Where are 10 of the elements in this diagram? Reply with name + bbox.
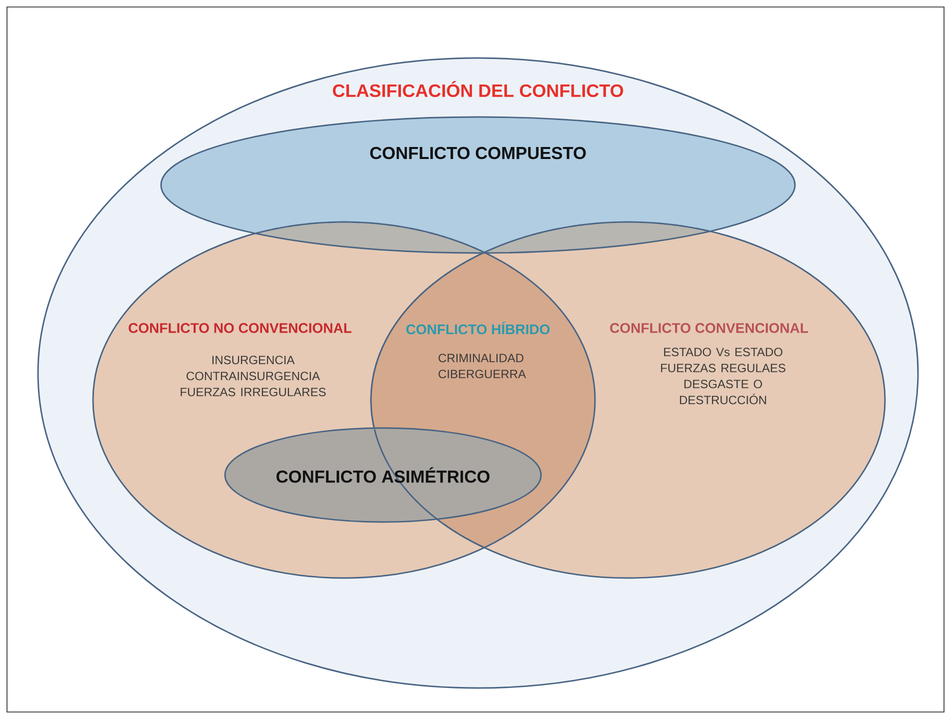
item-list: CRIMINALIDAD CIBERGUERRA bbox=[438, 354, 526, 378]
heading: CONFLICTO COMPUESTO bbox=[370, 146, 586, 160]
item-list: INSURGENCIA CONTRAINSURGENCIA FUERZAS IRREGULARES bbox=[180, 356, 326, 396]
heading: CONFLICTO NO CONVENCIONAL bbox=[128, 323, 352, 333]
heading: CONFLICTO HÍBRIDO bbox=[406, 322, 550, 334]
ellipse bbox=[224, 427, 542, 523]
ellipse bbox=[160, 116, 796, 254]
item-list: ESTADO Vs ESTADO FUERZAS REGULAES DESGASTE O DESTRUCCIÓN bbox=[661, 348, 786, 404]
heading: CLASIFICACIÓN DEL CONFLICTO bbox=[332, 80, 624, 98]
heading: CONFLICTO CONVENCIONAL bbox=[610, 323, 808, 333]
